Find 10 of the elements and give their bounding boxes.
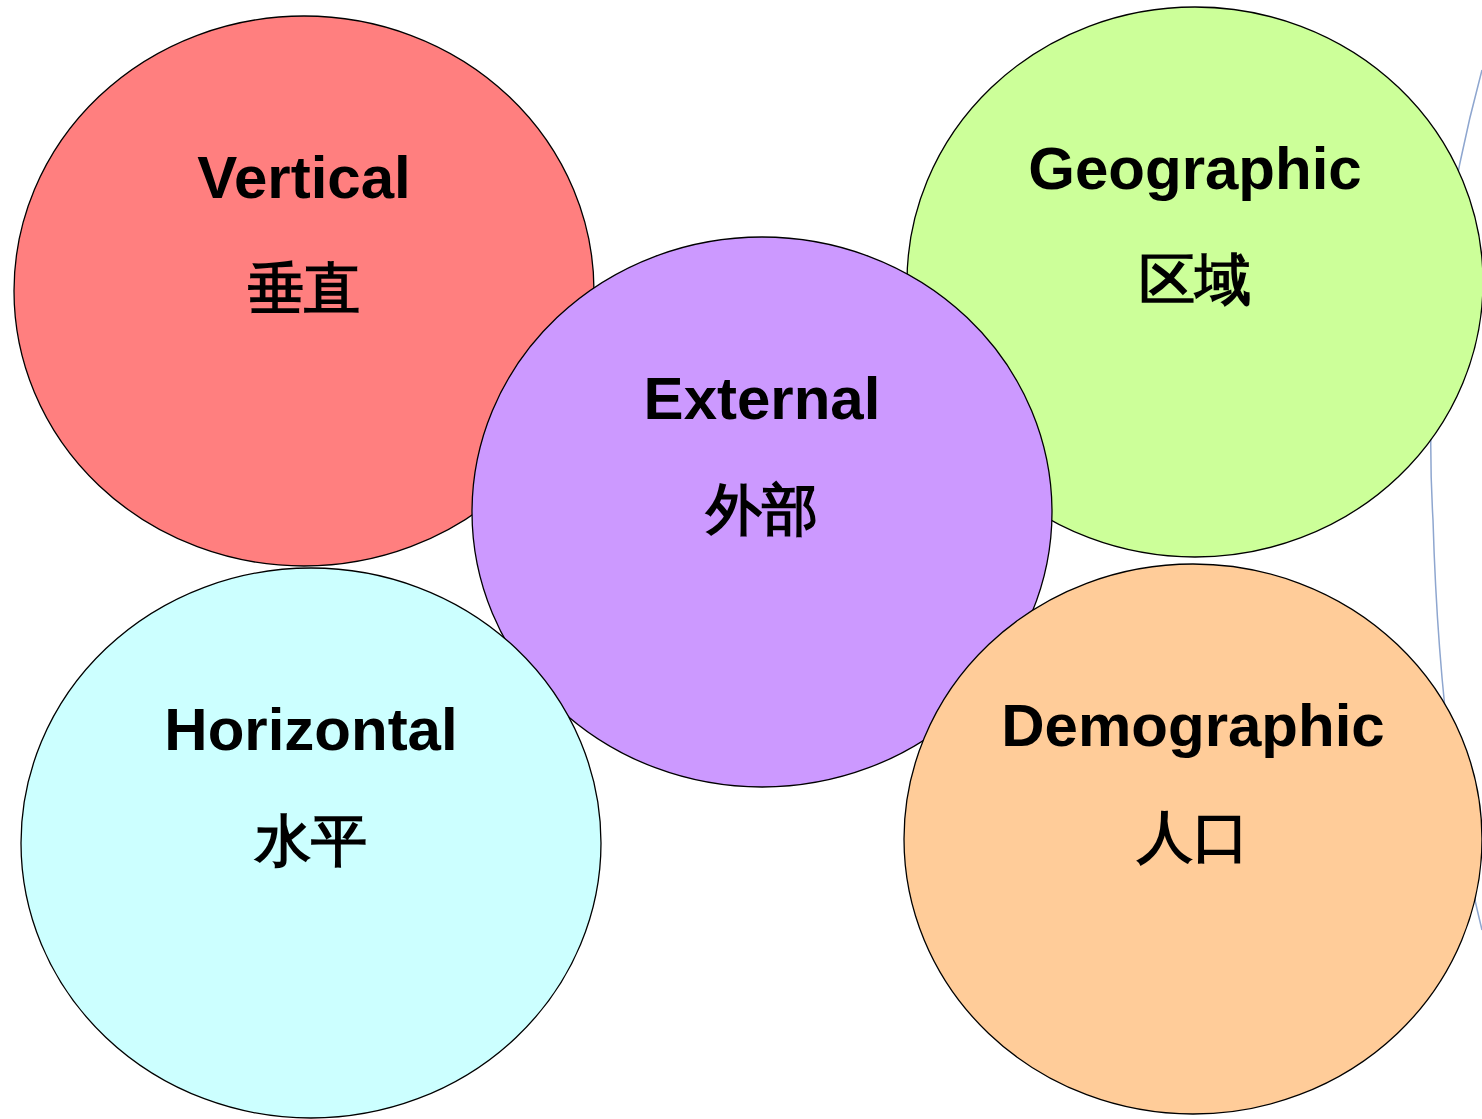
circle-title: Geographic — [1027, 139, 1363, 199]
circle-title: Demographic — [1000, 696, 1386, 756]
circle-title: Horizontal — [163, 700, 459, 760]
circle-subtitle: 垂直 — [247, 261, 361, 317]
circle-subtitle: 外部 — [704, 482, 819, 538]
circle-subtitle: 人口 — [1135, 809, 1250, 865]
circle-title: Vertical — [196, 148, 412, 208]
circle-title: External — [642, 369, 882, 429]
circle-subtitle: 区域 — [1138, 252, 1252, 308]
circle-subtitle: 水平 — [253, 813, 368, 869]
